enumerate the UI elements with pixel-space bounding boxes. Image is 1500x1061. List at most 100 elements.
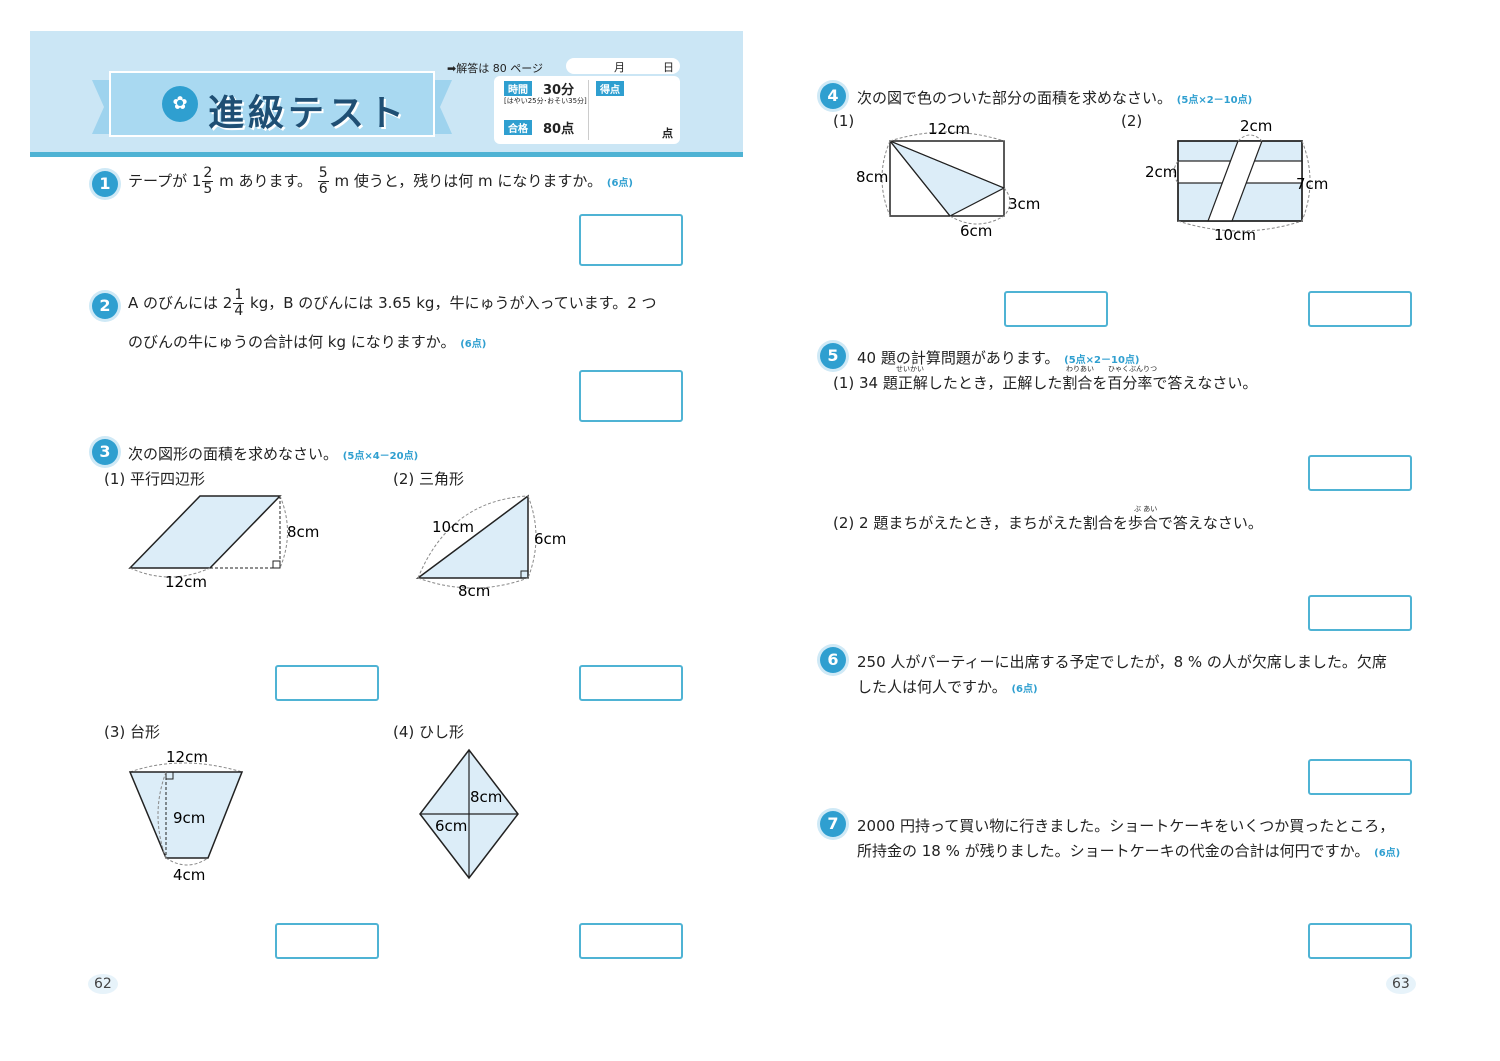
fig2-top-label: 2cm bbox=[1240, 117, 1272, 135]
answer-box-q5-2[interactable] bbox=[1308, 595, 1412, 631]
trapezoid-top-label: 12cm bbox=[166, 748, 208, 766]
time-tag: 時間 bbox=[504, 81, 532, 96]
q6-points: (6点) bbox=[1011, 684, 1038, 695]
answer-box-q3-2[interactable] bbox=[579, 665, 683, 701]
q2-f-num: 1 bbox=[233, 287, 245, 304]
page-title: 進級テスト bbox=[208, 93, 409, 134]
answer-box-q2[interactable] bbox=[579, 370, 683, 422]
answer-reference: ➡解答は 80 ページ bbox=[447, 62, 543, 75]
q2-points: (6点) bbox=[460, 339, 487, 350]
question-2-badge: 2 bbox=[92, 293, 118, 319]
score-tag: 得点 bbox=[596, 81, 624, 96]
q4-part-2-label: (2) bbox=[1121, 112, 1143, 130]
q3-points: (5点×4－20点) bbox=[342, 451, 419, 462]
pass-tag: 合格 bbox=[504, 120, 532, 135]
q7-points: (6点) bbox=[1374, 848, 1401, 859]
q5-part-1: (1) 34 題正解したとき，正解した割合を百分率で答えなさい。 bbox=[833, 374, 1258, 392]
ruby-hyakubunritsu: ひゃくぶんりつ bbox=[1108, 365, 1158, 373]
q3-part-2-label: (2) 三角形 bbox=[393, 470, 465, 488]
q4-figure-1: 12cm 8cm 3cm 6cm bbox=[856, 120, 1040, 240]
parallelogram-base-label: 12cm bbox=[165, 573, 207, 591]
question-7-badge: 7 bbox=[820, 811, 846, 837]
triangle-hyp-label: 10cm bbox=[432, 518, 474, 536]
header-rule bbox=[30, 152, 743, 157]
badge-icon: ✿ bbox=[162, 86, 198, 122]
panel-divider bbox=[588, 80, 589, 140]
question-7-line-2: 所持金の 18 % が残りました。ショートケーキの代金の合計は何円ですか。 (6… bbox=[857, 840, 1400, 861]
q7-line2-text: 所持金の 18 % が残りました。ショートケーキの代金の合計は何円ですか。 bbox=[857, 842, 1370, 860]
question-6-line-1: 250 人がパーティーに出席する予定でしたが，8 % の人が欠席しました。欠席 bbox=[857, 653, 1387, 671]
time-note: [はやい25分･おそい35分] bbox=[504, 97, 587, 105]
rhombus-figure: 8cm 6cm bbox=[419, 748, 519, 880]
q4-text: 次の図で色のついた部分の面積を求めなさい。 bbox=[857, 89, 1173, 107]
q3-part-4-label: (4) ひし形 bbox=[393, 723, 465, 741]
q4-part-1-label: (1) bbox=[833, 112, 855, 130]
answer-box-q5-1[interactable] bbox=[1308, 455, 1412, 491]
score-unit: 点 bbox=[662, 127, 673, 140]
fig1-top-label: 12cm bbox=[928, 120, 970, 138]
q5-text: 40 題の計算問題があります。 bbox=[857, 349, 1060, 367]
q1-f1-den: 5 bbox=[203, 181, 213, 197]
answer-box-q3-4[interactable] bbox=[579, 923, 683, 959]
q1-post: m 使うと，残りは何 m になりますか。 bbox=[329, 172, 603, 190]
q1-points: (6点) bbox=[606, 178, 633, 189]
answer-box-q3-3[interactable] bbox=[275, 923, 379, 959]
ruby-seikai: せいかい bbox=[896, 365, 924, 373]
trapezoid-bottom-label: 4cm bbox=[173, 866, 205, 884]
q5-points: (5点×2－10点) bbox=[1064, 355, 1140, 366]
rhombus-horizontal-label: 6cm bbox=[435, 817, 467, 835]
q5-part-2: (2) 2 題まちがえたとき，まちがえた割合を歩合で答えなさい。 bbox=[833, 514, 1263, 532]
fig1-right-label: 3cm bbox=[1008, 195, 1040, 213]
answer-box-q4-2[interactable] bbox=[1308, 291, 1412, 327]
day-label: 日 bbox=[663, 61, 674, 74]
q1-pre: テープが 1 bbox=[128, 172, 202, 190]
question-3-badge: 3 bbox=[92, 439, 118, 465]
q1-f2-den: 6 bbox=[318, 181, 328, 197]
page-number-right: 63 bbox=[1386, 974, 1416, 994]
q6-line2-text: した人は何人ですか。 bbox=[857, 678, 1007, 696]
question-4-text: 次の図で色のついた部分の面積を求めなさい。 (5点×2－10点) bbox=[857, 87, 1252, 108]
q2-line2-text: のびんの牛にゅうの合計は何 kg になりますか。 bbox=[128, 333, 456, 351]
triangle-height-label: 6cm bbox=[534, 530, 566, 548]
time-value: 30分 bbox=[543, 83, 575, 98]
q1-f1-num: 2 bbox=[202, 165, 214, 182]
date-box bbox=[566, 58, 680, 74]
answer-box-q3-1[interactable] bbox=[275, 665, 379, 701]
ruby-buai: ぶ あい bbox=[1134, 505, 1158, 513]
answer-box-q1[interactable] bbox=[579, 214, 683, 266]
fig2-left-label: 2cm bbox=[1145, 163, 1177, 181]
q4-points: (5点×2－10点) bbox=[1176, 95, 1253, 106]
question-1-badge: 1 bbox=[92, 171, 118, 197]
q3-part-3-label: (3) 台形 bbox=[104, 723, 161, 741]
q3-text: 次の図形の面積を求めなさい。 bbox=[128, 445, 339, 463]
answer-box-q7[interactable] bbox=[1308, 923, 1412, 959]
q2-post: kg，B のびんには 3.65 kg，牛にゅうが入っています。2 つ bbox=[245, 294, 657, 312]
rhombus-vertical-label: 8cm bbox=[470, 788, 502, 806]
question-6-line-2: した人は何人ですか。 (6点) bbox=[857, 676, 1038, 697]
pass-value: 80点 bbox=[543, 122, 575, 137]
q4-figure-2: 2cm 2cm 7cm 10cm bbox=[1145, 117, 1328, 244]
fig1-left-label: 8cm bbox=[856, 168, 888, 186]
ruby-wariai: わりあい bbox=[1066, 365, 1094, 373]
parallelogram-height-label: 8cm bbox=[287, 523, 319, 541]
parallelogram-figure: 8cm 12cm bbox=[128, 495, 319, 591]
q2-pre: A のびんには 2 bbox=[128, 294, 233, 312]
q1-f2-num: 5 bbox=[317, 165, 329, 182]
q2-f-den: 4 bbox=[234, 303, 244, 319]
trapezoid-height-label: 9cm bbox=[173, 809, 205, 827]
page-number-left: 62 bbox=[88, 974, 118, 994]
triangle-base-label: 8cm bbox=[458, 582, 490, 600]
fig1-bottom-label: 6cm bbox=[960, 222, 992, 240]
triangle-figure: 10cm 6cm 8cm bbox=[415, 494, 566, 600]
answer-box-q4-1[interactable] bbox=[1004, 291, 1108, 327]
question-2-line-2: のびんの牛にゅうの合計は何 kg になりますか。 (6点) bbox=[128, 331, 486, 352]
question-5-badge: 5 bbox=[820, 343, 846, 369]
answer-box-q6[interactable] bbox=[1308, 759, 1412, 795]
question-5-text: 40 題の計算問題があります。 (5点×2－10点) bbox=[857, 347, 1140, 368]
fig2-bottom-label: 10cm bbox=[1214, 226, 1256, 244]
question-3-text: 次の図形の面積を求めなさい。 (5点×4－20点) bbox=[128, 443, 418, 464]
q1-mid: m あります。 bbox=[214, 172, 312, 190]
